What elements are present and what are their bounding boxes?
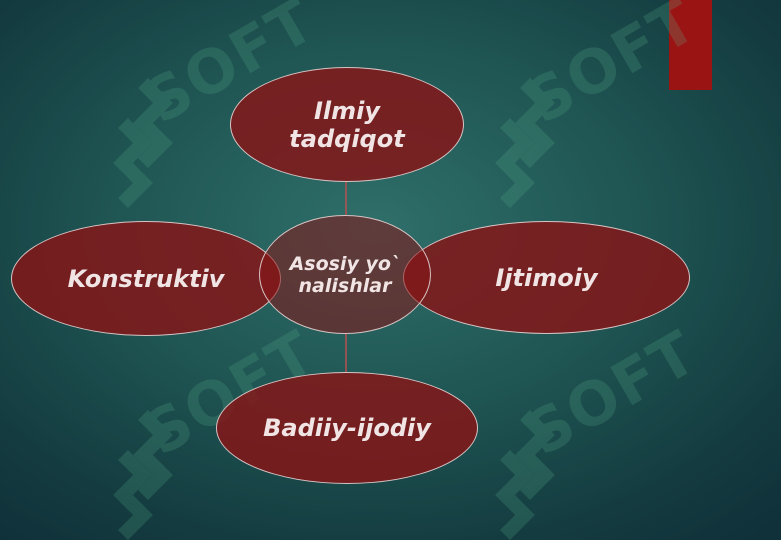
node-ijtimoiy: Ijtimoiy: [403, 221, 690, 334]
node-badiiy-ijodiy: Badiiy-ijodiy: [216, 372, 478, 484]
node-label: Konstruktiv: [67, 264, 225, 293]
node-label: Badiiy-ijodiy: [263, 414, 431, 442]
corner-accent-bar: [669, 0, 712, 90]
node-ilmiy-tadqiqot: Ilmiy tadqiqot: [230, 67, 464, 182]
node-label: Ilmiy tadqiqot: [289, 96, 405, 153]
node-label: Ijtimoiy: [495, 263, 598, 292]
node-center-asosiy-yonalishlar: Asosiy yo`nalishlar: [259, 215, 431, 334]
node-label: Asosiy yo`nalishlar: [289, 252, 401, 297]
node-konstruktiv: Konstruktiv: [11, 221, 281, 336]
